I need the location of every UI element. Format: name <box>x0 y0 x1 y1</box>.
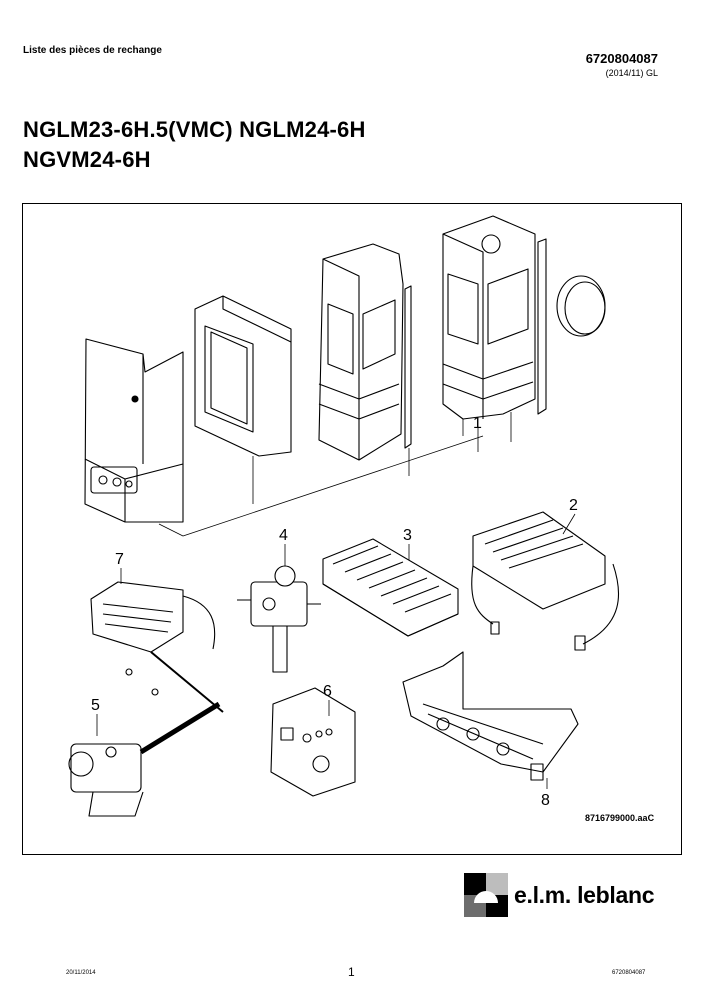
callout-2: 2 <box>569 497 578 514</box>
insulation-panel-drawing <box>194 295 292 457</box>
callout-4: 4 <box>279 527 288 544</box>
pump-drawing <box>237 565 321 673</box>
control-box-drawing <box>270 687 356 797</box>
burner-drawing <box>471 511 620 651</box>
casing-drawing <box>84 338 184 523</box>
callout-3: 3 <box>403 527 412 544</box>
gas-valve-drawing <box>68 701 221 817</box>
callout-5: 5 <box>91 697 100 714</box>
leader-lines <box>158 412 512 537</box>
exploded-view-figure: 1 2 3 4 5 6 7 8 8716799000.aaC <box>22 203 682 855</box>
callout-8: 8 <box>541 792 550 809</box>
chassis-right-drawing <box>442 215 547 420</box>
page-title-line2: NGVM24-6H <box>23 147 151 172</box>
elm-leblanc-logo-icon <box>464 873 508 917</box>
document-revision: (2014/11) GL <box>605 68 658 78</box>
heat-exchanger-drawing <box>322 538 459 637</box>
document-type: Liste des pièces de rechange <box>23 45 162 56</box>
chassis-left-drawing <box>318 243 412 461</box>
callout-labels: 1 2 3 4 5 6 7 8 <box>91 415 578 809</box>
parts-drawing: 1 2 3 4 5 6 7 8 <box>68 215 620 817</box>
combustion-chamber-drawing <box>90 581 224 713</box>
figure-reference: 8716799000.aaC <box>585 813 655 823</box>
hydraulic-group-drawing <box>402 651 579 781</box>
callout-7: 7 <box>115 551 124 568</box>
page-number: 1 <box>348 965 355 979</box>
page-title-line1: NGLM23-6H.5(VMC) NGLM24-6H <box>23 117 366 142</box>
footer-doc-number: 6720804087 <box>612 970 646 976</box>
callout-1: 1 <box>473 415 482 432</box>
callout-6: 6 <box>323 683 332 700</box>
footer-date: 20/11/2014 <box>66 970 96 976</box>
expansion-vessel-drawing <box>556 275 606 337</box>
document-number: 6720804087 <box>585 51 658 66</box>
brand-name: e.l.m. leblanc <box>514 882 655 908</box>
